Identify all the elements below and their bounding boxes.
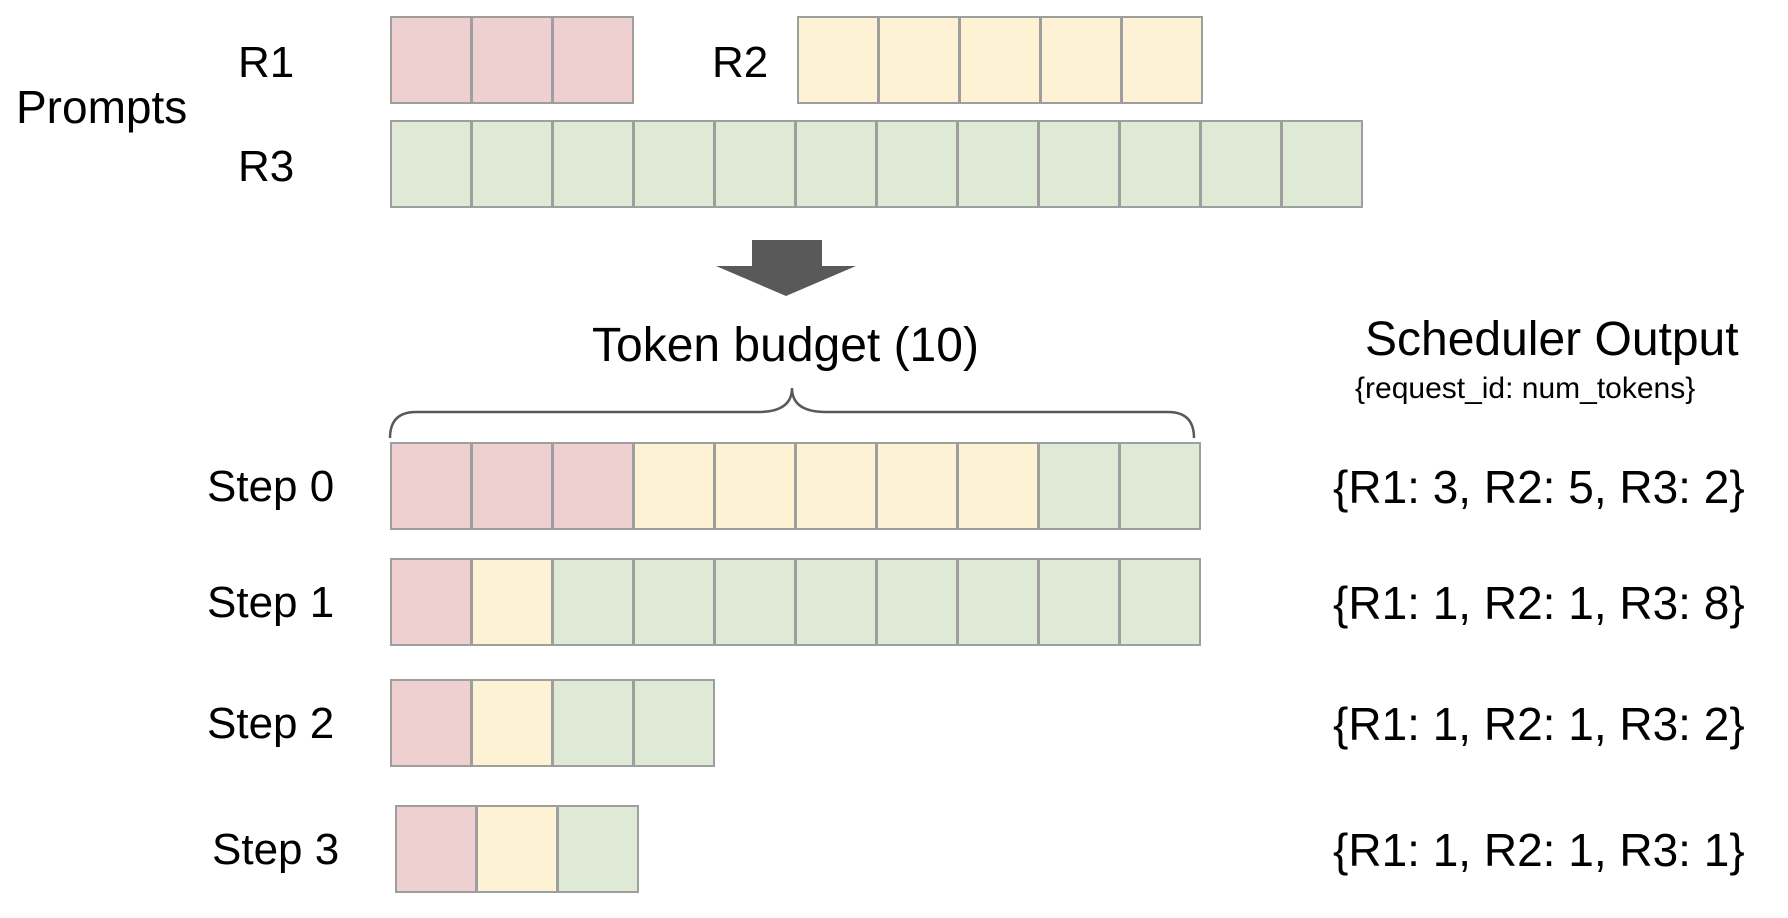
prompt-r1-token-r1	[390, 16, 472, 104]
scheduler-output-subtitle: {request_id: num_tokens}	[1355, 372, 1696, 405]
step-1-token-r3	[957, 558, 1039, 646]
prompt-r3-token-r3	[1200, 120, 1282, 208]
step-3-token-r3	[557, 805, 639, 893]
prompt-r3-token-r3	[1038, 120, 1120, 208]
prompt-r3-token-r3	[552, 120, 634, 208]
step-2-label: Step 2	[207, 699, 335, 748]
prompt-r3-token-r3	[1281, 120, 1363, 208]
step-0-token-r2	[795, 442, 877, 530]
step-3-output: {R1: 1, R2: 1, R3: 1}	[1333, 824, 1745, 876]
scheduler-output-title: Scheduler Output	[1365, 313, 1739, 366]
step-1-token-r2	[471, 558, 553, 646]
step-2-token-r1	[390, 679, 472, 767]
prompt-r3-token-r3	[795, 120, 877, 208]
prompt-r2-token-r2	[959, 16, 1041, 104]
step-3-token-r1	[395, 805, 477, 893]
step-1-token-r3	[1119, 558, 1201, 646]
prompt-r3-token-r3	[876, 120, 958, 208]
step-0-token-r1	[471, 442, 553, 530]
step-2-token-r2	[471, 679, 553, 767]
prompt-r3-token-r3	[390, 120, 472, 208]
request-label-r1: R1	[238, 38, 295, 87]
prompt-r2-token-r2	[1040, 16, 1122, 104]
token-budget-label: Token budget (10)	[592, 319, 979, 372]
step-0-token-r2	[876, 442, 958, 530]
prompt-r2-token-r2	[1121, 16, 1203, 104]
down-arrow-icon	[716, 240, 856, 296]
step-1-token-r3	[1038, 558, 1120, 646]
prompt-r3-token-r3	[957, 120, 1039, 208]
step-0-label: Step 0	[207, 462, 335, 511]
step-0-token-r2	[633, 442, 715, 530]
step-0-output: {R1: 3, R2: 5, R3: 2}	[1333, 461, 1745, 513]
budget-brace-path	[388, 387, 1196, 439]
prompt-r3-token-r3	[714, 120, 796, 208]
step-1-token-r3	[795, 558, 877, 646]
step-1-token-r3	[876, 558, 958, 646]
prompt-r3-token-r3	[1119, 120, 1201, 208]
step-1-output: {R1: 1, R2: 1, R3: 8}	[1333, 577, 1745, 629]
request-label-r3: R3	[238, 142, 295, 191]
down-arrow-shape	[716, 240, 856, 296]
budget-brace-icon	[388, 387, 1196, 439]
prompt-r1-token-r1	[552, 16, 634, 104]
step-2-token-r3	[552, 679, 634, 767]
step-2-output: {R1: 1, R2: 1, R3: 2}	[1333, 698, 1745, 750]
prompts-label: Prompts	[16, 81, 188, 133]
step-1-token-r3	[714, 558, 796, 646]
step-1-token-r3	[633, 558, 715, 646]
request-label-r2: R2	[712, 38, 769, 87]
prompt-r3-token-r3	[633, 120, 715, 208]
step-0-token-r3	[1038, 442, 1120, 530]
step-2-token-r3	[633, 679, 715, 767]
step-3-token-r2	[476, 805, 558, 893]
step-0-token-r2	[714, 442, 796, 530]
step-0-token-r2	[957, 442, 1039, 530]
step-1-token-r1	[390, 558, 472, 646]
prompt-r2-token-r2	[797, 16, 879, 104]
step-3-label: Step 3	[212, 825, 340, 874]
step-0-token-r1	[390, 442, 472, 530]
prompt-r1-token-r1	[471, 16, 553, 104]
prompt-r3-token-r3	[471, 120, 553, 208]
step-1-label: Step 1	[207, 578, 335, 627]
step-0-token-r1	[552, 442, 634, 530]
prompt-r2-token-r2	[878, 16, 960, 104]
step-1-token-r3	[552, 558, 634, 646]
step-0-token-r3	[1119, 442, 1201, 530]
